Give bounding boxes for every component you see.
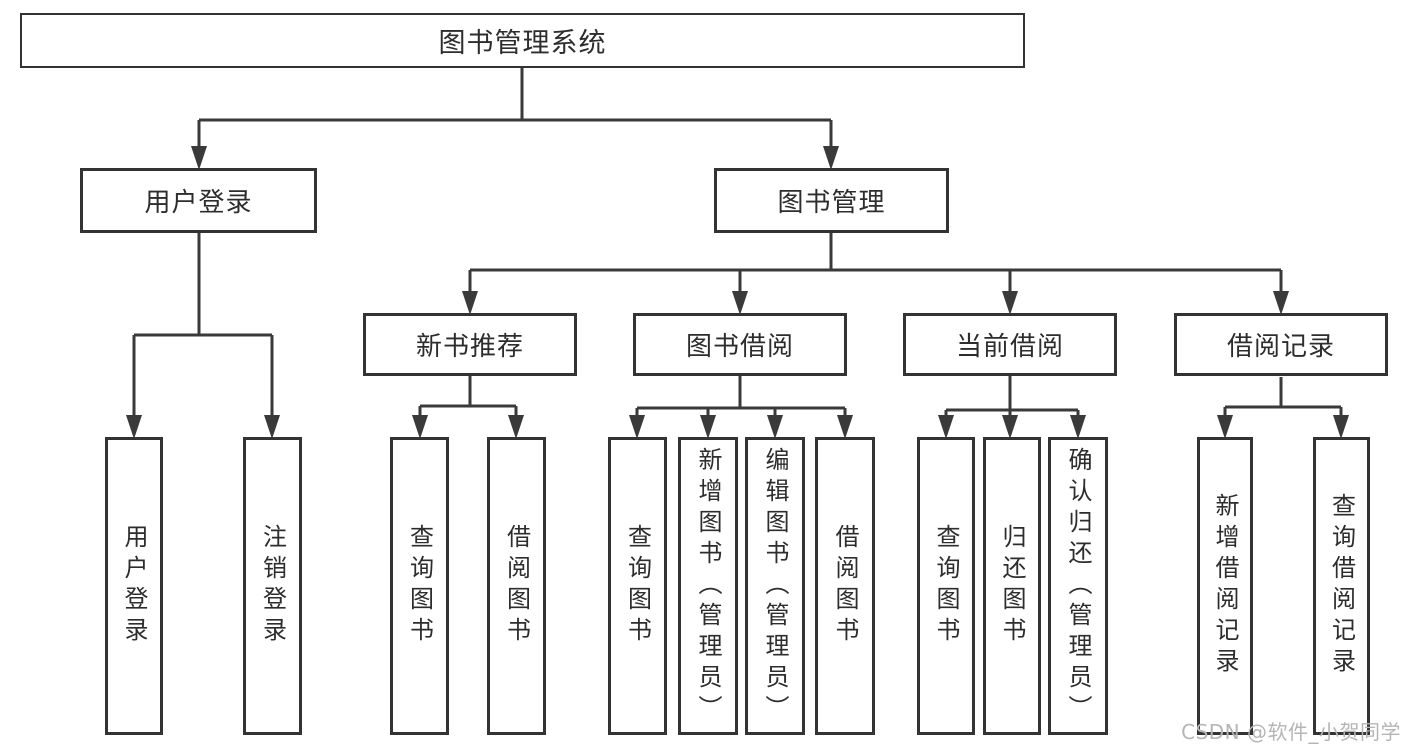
- node-leaf-query-books-current: 查询图书: [917, 437, 975, 735]
- node-label: 归还图书: [998, 524, 1026, 648]
- node-label: 借阅图书: [831, 524, 859, 648]
- node-leaf-query-books-borrowing: 查询图书: [608, 437, 667, 735]
- node-current-borrowing: 当前借阅: [903, 313, 1117, 376]
- node-leaf-return-books: 归还图书: [983, 437, 1041, 735]
- csdn-watermark: CSDN @软件_小贺同学: [1181, 720, 1401, 744]
- node-new-book-recommend: 新书推荐: [363, 313, 577, 376]
- node-label: 新增借阅记录: [1211, 493, 1239, 679]
- node-leaf-query-books-recommend: 查询图书: [390, 437, 449, 735]
- node-label: 当前借阅: [955, 332, 1064, 362]
- node-label: 查询图书: [405, 524, 434, 648]
- node-leaf-edit-books-admin: 编辑图书（管理员）: [745, 437, 805, 735]
- node-label: 查询图书: [623, 524, 652, 648]
- node-leaf-confirm-return-admin: 确认归还（管理员）: [1048, 437, 1108, 735]
- arrowheads: [126, 146, 1349, 439]
- node-leaf-add-borrow-record: 新增借阅记录: [1197, 437, 1253, 735]
- node-leaf-query-borrow-record: 查询借阅记录: [1313, 437, 1370, 735]
- node-label: 编辑图书（管理员）: [761, 446, 789, 726]
- node-label: 用户登录: [120, 524, 148, 648]
- node-book-management-branch: 图书管理: [714, 168, 949, 233]
- node-user-login-branch: 用户登录: [80, 168, 317, 233]
- node-borrow-records: 借阅记录: [1174, 313, 1388, 376]
- node-label: 用户登录: [144, 188, 253, 218]
- node-leaf-user-login: 用户登录: [105, 437, 163, 735]
- node-leaf-add-books-admin: 新增图书（管理员）: [678, 437, 738, 735]
- node-label: 新书推荐: [415, 332, 524, 362]
- node-leaf-borrow-books: 借阅图书: [815, 437, 875, 735]
- node-library-management-system: 图书管理系统: [20, 13, 1025, 68]
- node-label: 借阅图书: [502, 524, 531, 648]
- node-label: 查询图书: [932, 524, 960, 648]
- node-leaf-logout: 注销登录: [243, 437, 302, 735]
- node-label: 查询借阅记录: [1327, 493, 1356, 679]
- node-label: 借阅记录: [1226, 332, 1335, 362]
- node-label: 图书管理系统: [438, 28, 607, 59]
- node-leaf-borrow-books-recommend: 借阅图书: [487, 437, 546, 735]
- node-label: 注销登录: [258, 524, 287, 648]
- node-label: 新增图书（管理员）: [694, 446, 722, 726]
- node-label: 确认归还（管理员）: [1064, 446, 1092, 726]
- node-label: 图书借阅: [685, 332, 794, 362]
- node-label: 图书管理: [777, 188, 886, 218]
- node-book-borrowing: 图书借阅: [633, 313, 847, 376]
